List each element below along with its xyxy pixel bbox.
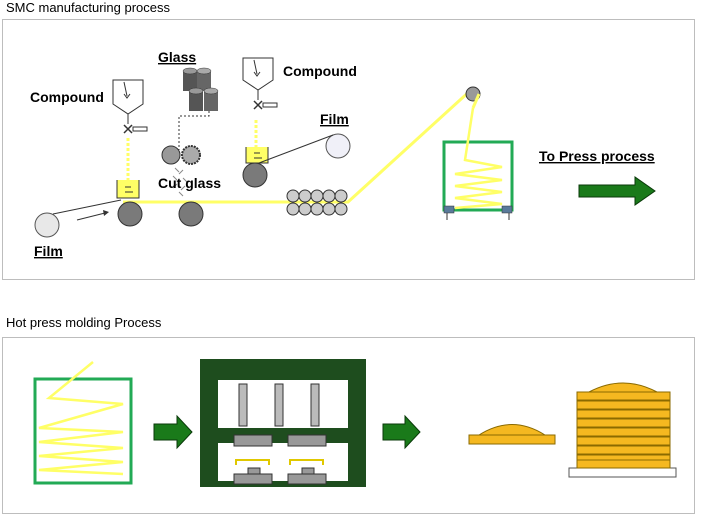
smc-material-path xyxy=(123,88,473,204)
glass-rolls xyxy=(182,67,219,111)
cutter-roll-blade xyxy=(181,145,201,165)
material-drop xyxy=(471,93,481,109)
label-compound-left: Compound xyxy=(30,89,104,105)
label-cut-glass: Cut glass xyxy=(158,175,221,191)
label-film-top: Film xyxy=(320,111,349,127)
press-pillars xyxy=(238,383,320,427)
hot-press-panel xyxy=(2,337,695,514)
roller-upper-right xyxy=(242,162,268,188)
stack-base xyxy=(568,467,677,478)
film-arrow-head xyxy=(103,210,109,216)
compound-hopper-right xyxy=(242,57,278,110)
folded-sheet xyxy=(454,107,503,210)
process-arrow-1 xyxy=(153,414,193,450)
upper-molds xyxy=(233,434,327,447)
film-roll-top xyxy=(325,133,351,159)
stack-top-dome xyxy=(588,382,658,393)
smc-process-diagram: Compound Compound Glass Cut glass Film F… xyxy=(30,49,656,259)
takeup-box-feet xyxy=(443,205,513,220)
roller-middle xyxy=(178,201,204,227)
film-path-bottom xyxy=(52,199,122,215)
smc-section-title: SMC manufacturing process xyxy=(6,0,171,15)
cut-glass-fibers xyxy=(172,167,188,197)
film-arrow-line xyxy=(76,212,106,221)
compaction-rollers xyxy=(286,189,348,216)
hot-press-section-title: Hot press molding Process xyxy=(6,315,162,330)
film-path-top xyxy=(258,134,334,164)
process-arrow-2 xyxy=(382,414,421,450)
roller-left xyxy=(117,201,143,227)
label-to-press: To Press process xyxy=(539,148,655,164)
label-glass: Glass xyxy=(158,49,196,65)
label-film-bottom: Film xyxy=(34,243,63,259)
takeup-box xyxy=(442,140,514,212)
cutter-roll-plain xyxy=(161,145,181,165)
press-charges xyxy=(235,459,324,465)
lower-molds xyxy=(233,467,327,485)
molded-part-base xyxy=(468,434,556,445)
glass-strand xyxy=(178,111,210,150)
label-compound-right: Compound xyxy=(283,63,357,79)
sheet-folds xyxy=(38,361,124,476)
smc-panel: Compound Compound Glass Cut glass Film F… xyxy=(2,19,695,280)
hot-press-diagram xyxy=(33,359,677,487)
stacked-parts xyxy=(576,391,671,469)
film-roll-bottom xyxy=(34,212,60,238)
molded-part-dome xyxy=(477,424,547,436)
doctor-box-left xyxy=(116,180,140,199)
to-press-arrow xyxy=(578,176,656,206)
compound-hopper-left xyxy=(112,79,148,134)
